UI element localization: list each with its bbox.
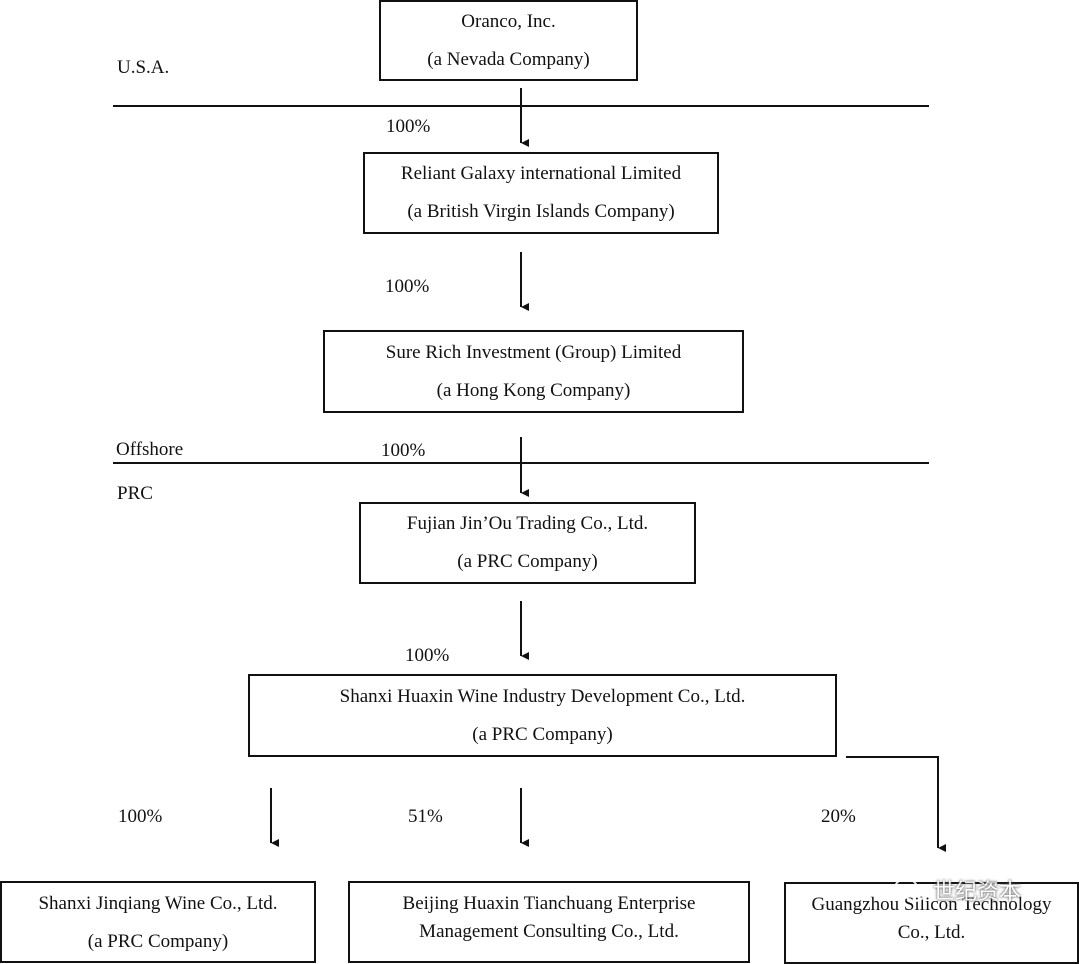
pct-fujian-shanxi: 100% bbox=[405, 645, 450, 666]
entity-name: Shanxi Jinqiang Wine Co., Ltd. bbox=[38, 893, 278, 914]
entity-jurisdiction: (a PRC Company) bbox=[87, 930, 229, 952]
entity-beijing-huaxin: Beijing Huaxin Tianchuang Enterprise Man… bbox=[348, 881, 750, 963]
entity-jurisdiction: (a British Virgin Islands Company) bbox=[407, 201, 675, 222]
wechat-icon bbox=[894, 878, 926, 902]
entity-jurisdiction: (a PRC Company) bbox=[457, 551, 598, 572]
entity-name: Guangzhou Silicon Technology bbox=[811, 894, 1052, 915]
pct-shanxi-beijing: 51% bbox=[408, 806, 443, 827]
ownership-arrows bbox=[270, 88, 946, 852]
watermark-text: 世纪资本 bbox=[933, 880, 1022, 905]
entity-name: Sure Rich Investment (Group) Limited bbox=[385, 341, 682, 363]
entity-name-continued: Management Consulting Co., Ltd. bbox=[419, 920, 679, 942]
entity-jurisdiction: (a Nevada Company) bbox=[427, 48, 590, 70]
pct-oranco-reliant: 100% bbox=[386, 116, 431, 137]
pct-shanxi-guangzhou: 20% bbox=[821, 806, 856, 827]
entity-name: Fujian Jin’Ou Trading Co., Ltd. bbox=[406, 513, 649, 535]
entity-name-continued: Co., Ltd. bbox=[897, 921, 966, 943]
region-label-prc: PRC bbox=[117, 483, 153, 504]
pct-sure-rich-fujian: 100% bbox=[381, 440, 426, 461]
entity-reliant-galaxy: Reliant Galaxy international Limited (a … bbox=[363, 152, 719, 234]
entity-name: Oranco, Inc. bbox=[461, 10, 556, 32]
entity-name: Reliant Galaxy international Limited bbox=[400, 163, 682, 185]
pct-reliant-sure-rich: 100% bbox=[385, 276, 430, 297]
entity-jurisdiction: (a PRC Company) bbox=[472, 723, 613, 745]
region-label-usa: U.S.A. bbox=[117, 57, 170, 78]
entity-fujian-jinou: Fujian Jin’Ou Trading Co., Ltd. (a PRC C… bbox=[359, 502, 696, 584]
arrow-shanxi-guangzhou bbox=[846, 756, 946, 852]
entity-oranco: Oranco, Inc. (a Nevada Company) bbox=[379, 0, 638, 81]
entity-shanxi-huaxin: Shanxi Huaxin Wine Industry Development … bbox=[248, 674, 837, 757]
entity-sure-rich: Sure Rich Investment (Group) Limited (a … bbox=[323, 330, 744, 413]
entity-jurisdiction: (a Hong Kong Company) bbox=[436, 379, 631, 401]
entity-shanxi-jinqiang: Shanxi Jinqiang Wine Co., Ltd. (a PRC Co… bbox=[0, 881, 316, 963]
entity-name: Shanxi Huaxin Wine Industry Development … bbox=[339, 685, 746, 707]
pct-shanxi-jinqiang: 100% bbox=[118, 806, 163, 827]
entity-name: Beijing Huaxin Tianchuang Enterprise bbox=[402, 893, 696, 914]
watermark: 世纪资本 bbox=[893, 874, 1021, 906]
region-label-offshore: Offshore bbox=[116, 439, 184, 460]
